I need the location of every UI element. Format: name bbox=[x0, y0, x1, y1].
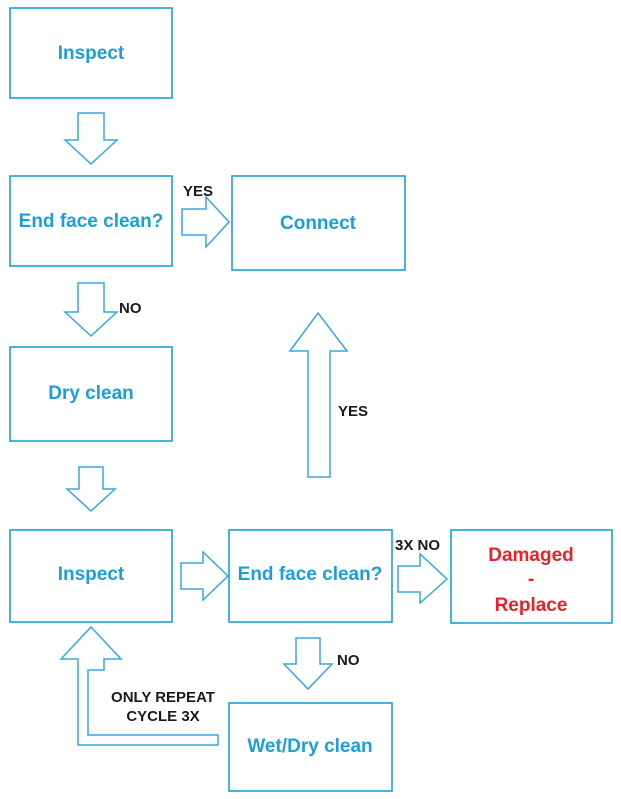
node-box-wet-dry-clean bbox=[228, 702, 393, 792]
node-label-connect: Connect bbox=[280, 213, 357, 234]
node-dry-clean[interactable]: Dry clean bbox=[9, 346, 173, 442]
node-box-inspect-bottom bbox=[9, 529, 173, 623]
node-label-wet-dry-clean: Wet/Dry clean bbox=[247, 736, 372, 757]
node-inspect-bottom[interactable]: Inspect bbox=[9, 529, 173, 623]
right-arrow-icon bbox=[180, 550, 230, 602]
edge-label-no-bottom: NO bbox=[337, 652, 360, 669]
down-arrow-icon bbox=[65, 466, 117, 513]
edge-label-yes-vertical: YES bbox=[338, 403, 368, 420]
node-inspect-top[interactable]: Inspect bbox=[9, 7, 173, 99]
node-box-end-face-clean-bottom bbox=[228, 529, 393, 623]
node-box-dry-clean bbox=[9, 346, 173, 442]
node-damaged-replace[interactable]: Damaged - Replace bbox=[450, 529, 613, 624]
node-box-inspect-top bbox=[9, 7, 173, 99]
up-arrow-icon bbox=[288, 311, 349, 478]
down-arrow-icon bbox=[282, 637, 334, 691]
right-arrow-icon bbox=[397, 552, 449, 605]
node-box-damaged-replace bbox=[450, 529, 613, 624]
down-arrow-icon bbox=[63, 282, 119, 338]
right-arrow-icon bbox=[181, 195, 231, 249]
edge-label-only-repeat-line2: CYCLE 3X bbox=[126, 708, 199, 725]
node-box-connect bbox=[231, 175, 406, 271]
arrow-down-no-to-dry-clean: NO bbox=[63, 282, 142, 338]
node-label-end-face-clean-top: End face clean? bbox=[19, 211, 164, 232]
arrow-right-inspect-to-endface-bottom bbox=[180, 550, 230, 602]
edge-label-3x-no: 3X NO bbox=[395, 537, 440, 554]
node-end-face-clean-bottom[interactable]: End face clean? bbox=[228, 529, 393, 623]
arrow-right-3x-no-to-damaged: 3X NO bbox=[395, 537, 449, 605]
node-label-damaged-line1: Damaged bbox=[488, 545, 574, 566]
arrow-down-dry-clean-to-inspect bbox=[65, 466, 117, 513]
node-connect[interactable]: Connect bbox=[231, 175, 406, 271]
arrow-loop-repeat-cycle: ONLY REPEAT CYCLE 3X bbox=[59, 625, 219, 746]
edge-label-no-top: NO bbox=[119, 300, 142, 317]
down-arrow-icon bbox=[63, 112, 119, 166]
node-end-face-clean-top[interactable]: End face clean? bbox=[9, 175, 173, 267]
node-box-end-face-clean-top bbox=[9, 175, 173, 267]
arrow-right-yes-to-connect: YES bbox=[181, 183, 231, 249]
arrow-down-inspect-to-endface bbox=[63, 112, 119, 166]
arrow-down-no-to-wet-dry-clean: NO bbox=[282, 637, 360, 691]
node-label-damaged-line2: - bbox=[528, 569, 534, 590]
arrow-up-yes-to-connect: YES bbox=[288, 311, 368, 478]
node-label-inspect-bottom: Inspect bbox=[58, 564, 125, 585]
loop-arrow-icon bbox=[59, 625, 219, 746]
node-label-inspect-top: Inspect bbox=[58, 43, 125, 64]
node-label-damaged-line3: Replace bbox=[495, 595, 568, 616]
node-label-end-face-clean-bottom: End face clean? bbox=[238, 564, 383, 585]
edge-label-yes-top: YES bbox=[183, 183, 213, 200]
edge-label-only-repeat-line1: ONLY REPEAT bbox=[111, 689, 215, 706]
node-wet-dry-clean[interactable]: Wet/Dry clean bbox=[228, 702, 393, 792]
node-label-dry-clean: Dry clean bbox=[48, 383, 134, 404]
